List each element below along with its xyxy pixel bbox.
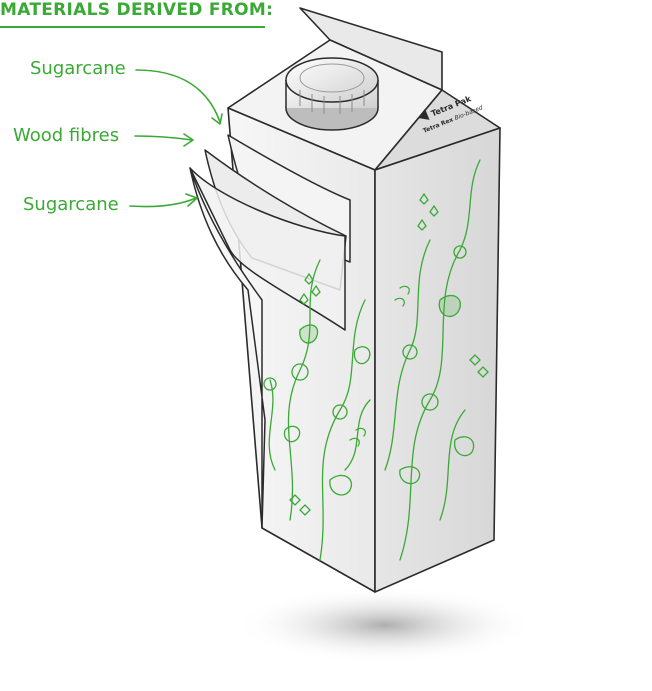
heading-underline xyxy=(0,26,265,28)
ground-shadow xyxy=(235,587,535,663)
diagram-heading: MATERIALS DERIVED FROM: xyxy=(0,0,274,20)
layer-sugarcane-inner xyxy=(189,167,266,529)
label-sugarcane-bottom: Sugarcane xyxy=(23,194,119,215)
arrow-sugarcane-top xyxy=(135,69,221,123)
arrow-wood-fibres xyxy=(134,135,193,141)
carton-side-face xyxy=(374,127,501,593)
label-wood-fibres: Wood fibres xyxy=(13,125,120,146)
layer-sheet-curve xyxy=(189,167,346,331)
label-sugarcane-top: Sugarcane xyxy=(30,58,126,79)
screw-cap xyxy=(285,57,379,131)
floral-pattern-front xyxy=(263,259,371,561)
arrow-sugarcane-bottom xyxy=(129,197,197,208)
arrowhead-sugarcane-top xyxy=(211,113,223,125)
floral-pattern-side xyxy=(384,159,489,561)
arrowhead-sugarcane-bottom xyxy=(185,193,198,207)
arrowhead-wood-fibres xyxy=(183,133,194,147)
